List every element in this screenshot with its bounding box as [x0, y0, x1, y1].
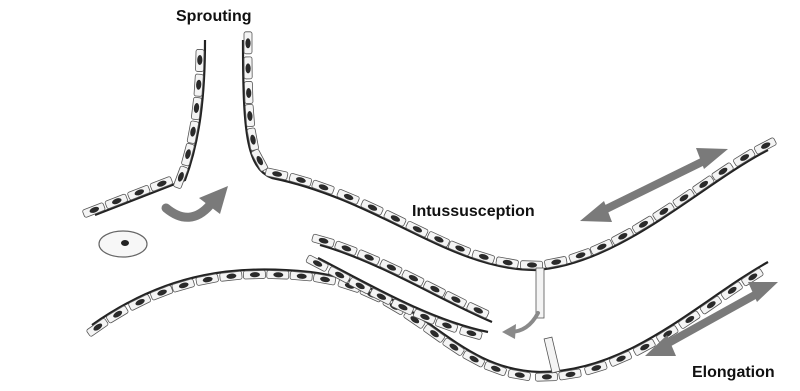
endothelial-cell — [196, 49, 205, 71]
double-arrow-lower — [645, 282, 778, 356]
endothelial-cell — [243, 270, 265, 279]
endothelial-cell — [194, 74, 203, 96]
label-sprouting: Sprouting — [176, 8, 252, 26]
cell-nucleus — [245, 38, 250, 48]
pillar-bottom-wall — [318, 258, 488, 332]
endothelial-cell — [267, 270, 289, 279]
endothelial-cell — [244, 81, 253, 103]
endothelial-cell — [244, 57, 252, 79]
floating-cell — [99, 231, 147, 257]
upper-right-wall — [243, 40, 768, 270]
endothelial-cell — [265, 168, 288, 180]
endothelial-cell — [244, 32, 252, 54]
curved-arrow-intussusception — [502, 313, 538, 339]
endothelial-cell — [290, 271, 313, 281]
endothelial-cell — [82, 202, 105, 217]
connector-cell — [544, 337, 560, 373]
upper-left-wall — [95, 40, 205, 215]
label-elongation: Elongation — [692, 364, 775, 382]
endothelial-cell — [306, 255, 329, 272]
connector-cell — [536, 268, 544, 318]
curved-arrow-sprouting — [166, 186, 228, 217]
endothelial-cell — [535, 373, 557, 382]
label-intussusception: Intussusception — [412, 203, 535, 221]
endothelial-cell — [245, 104, 255, 127]
